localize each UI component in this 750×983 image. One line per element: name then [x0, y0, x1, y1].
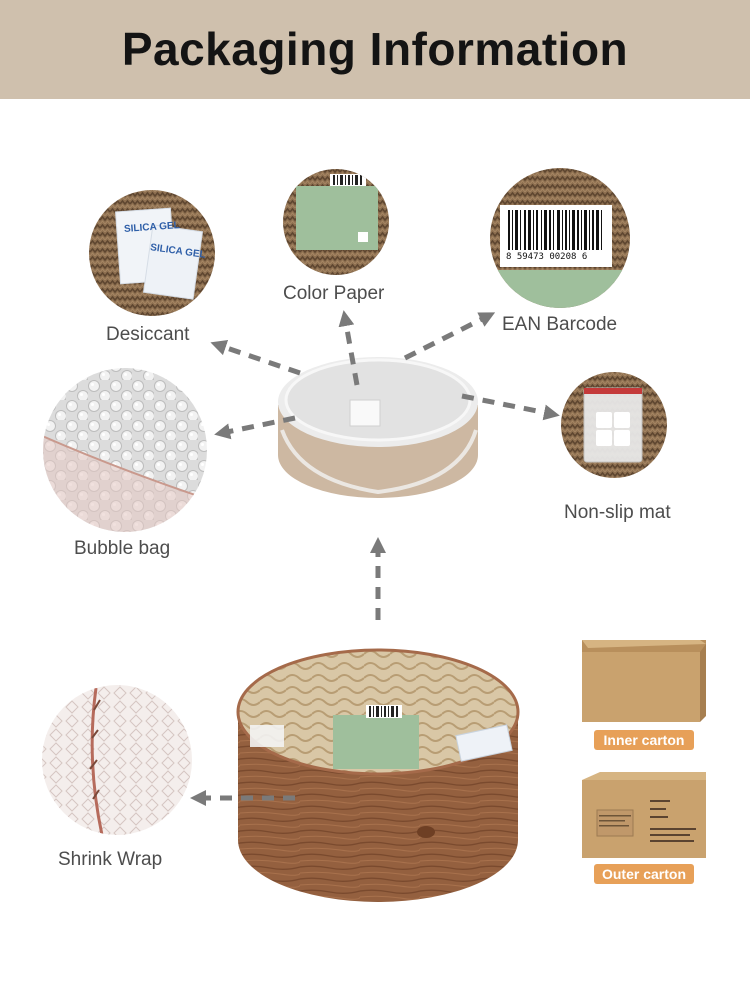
non-slip-mat-image: [561, 372, 667, 478]
label-shrink-wrap: Shrink Wrap: [58, 849, 163, 870]
inner-carton-tag: Inner carton: [594, 730, 694, 750]
label-desiccant: Desiccant: [106, 324, 190, 345]
desiccant-image: [89, 190, 215, 316]
shrink-wrap-image: [42, 685, 192, 835]
inner-carton-image: [582, 640, 706, 722]
label-bubble-bag: Bubble bag: [74, 538, 171, 559]
bubble-bag-image: [43, 368, 207, 532]
outer-carton-tag: Outer carton: [594, 864, 694, 884]
page-title: Packaging Information: [121, 23, 629, 75]
wrapped-scratcher-image: [278, 357, 478, 498]
outer-carton-image: [582, 772, 706, 858]
label-non-slip-mat: Non-slip mat: [564, 502, 671, 523]
scratcher-image: [236, 648, 520, 902]
label-ean-barcode: EAN Barcode: [502, 314, 618, 335]
label-color-paper: Color Paper: [283, 283, 385, 304]
ean-barcode-image: [490, 168, 630, 308]
color-paper-image: [283, 169, 389, 275]
connector-arrows: [189, 310, 560, 807]
header-bar: Packaging Information: [0, 0, 750, 99]
barcode-digits: 8 59473 00208 6: [506, 252, 588, 262]
